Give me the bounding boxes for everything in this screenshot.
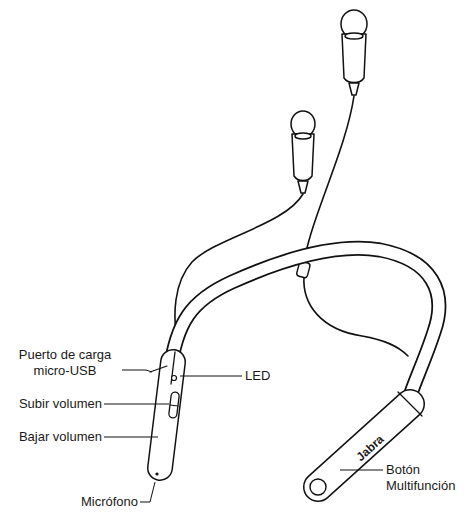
leader-line — [122, 370, 152, 372]
part-label: Bajar volumen — [8, 429, 102, 445]
leader-line — [104, 404, 169, 405]
leader-line — [104, 437, 158, 438]
led — [172, 376, 177, 381]
microphone-hole — [155, 472, 158, 475]
earbud — [341, 10, 367, 95]
part-label: Subir volumen — [8, 396, 102, 412]
neckband — [170, 248, 439, 402]
pod-seam — [398, 392, 422, 416]
part-label: Botón Multifunción — [386, 462, 464, 494]
leader-line — [340, 470, 383, 471]
cable — [304, 276, 408, 356]
leader-lines — [104, 370, 383, 502]
earbud — [291, 111, 315, 193]
multifunction-button — [310, 479, 326, 495]
leader-line — [140, 482, 155, 502]
volume-rocker — [168, 392, 179, 419]
part-label: LED — [245, 368, 285, 384]
volume-rocker — [170, 405, 178, 406]
usb-port — [150, 366, 167, 372]
part-label: Puerto de carga micro-USB — [4, 347, 126, 379]
part-label: Micrófono — [58, 494, 138, 510]
leader-line — [180, 376, 242, 377]
neckband — [170, 248, 439, 402]
